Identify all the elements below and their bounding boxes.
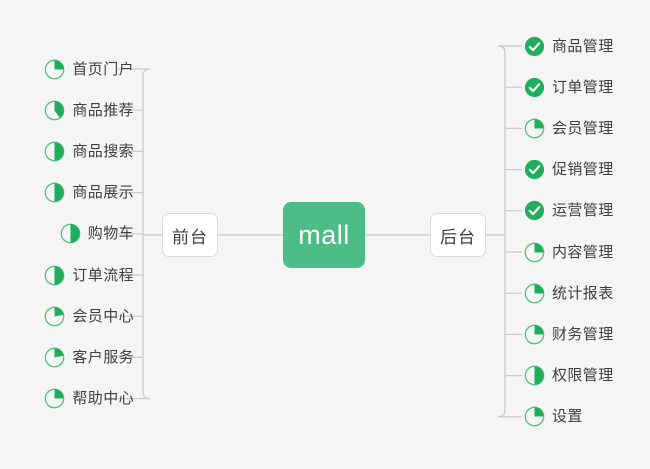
frontend-item-label: 商品展示: [72, 184, 134, 202]
pie-progress-icon: [524, 406, 545, 427]
backend-item-label: 内容管理: [552, 243, 614, 261]
pie-progress-icon: [44, 388, 65, 409]
frontend-item-2[interactable]: 商品推荐: [44, 96, 134, 124]
backend-bracket: [497, 45, 522, 418]
backend-item-label: 促销管理: [552, 161, 614, 179]
frontend-item-label: 客户服务: [72, 348, 134, 366]
backend-item-1[interactable]: 商品管理: [524, 32, 614, 60]
pie-progress-icon: [44, 265, 65, 286]
backend-item-label: 财务管理: [552, 325, 614, 343]
backend-item-4[interactable]: 促销管理: [524, 156, 614, 184]
frontend-item-1[interactable]: 首页门户: [44, 55, 134, 83]
root-node-mall[interactable]: mall: [283, 202, 365, 268]
branch-label-frontend: 前台: [172, 227, 208, 247]
backend-item-10[interactable]: 设置: [524, 403, 583, 431]
pie-progress-icon: [44, 182, 65, 203]
check-circle-icon: [524, 159, 545, 180]
backend-item-5[interactable]: 运营管理: [524, 197, 614, 225]
backend-item-label: 运营管理: [552, 202, 614, 220]
pie-progress-icon: [44, 141, 65, 162]
frontend-item-3[interactable]: 商品搜索: [44, 137, 134, 165]
frontend-item-label: 会员中心: [72, 307, 134, 325]
backend-item-label: 权限管理: [552, 367, 614, 385]
check-circle-icon: [524, 200, 545, 221]
branch-node-frontend[interactable]: 前台: [162, 213, 218, 257]
frontend-item-label: 首页门户: [72, 60, 134, 78]
check-circle-icon: [524, 77, 545, 98]
root-node-label: mall: [298, 219, 350, 250]
frontend-item-6[interactable]: 订单流程: [44, 261, 134, 289]
frontend-item-5[interactable]: 购物车: [60, 220, 134, 248]
backend-item-3[interactable]: 会员管理: [524, 114, 614, 142]
frontend-item-8[interactable]: 客户服务: [44, 343, 134, 371]
pie-progress-icon: [524, 242, 545, 263]
backend-item-7[interactable]: 统计报表: [524, 279, 614, 307]
pie-progress-icon: [524, 324, 545, 345]
frontend-item-7[interactable]: 会员中心: [44, 302, 134, 330]
frontend-item-label: 购物车: [87, 225, 134, 243]
backend-item-8[interactable]: 财务管理: [524, 320, 614, 348]
backend-item-label: 商品管理: [552, 37, 614, 55]
frontend-item-9[interactable]: 帮助中心: [44, 385, 134, 413]
backend-item-label: 设置: [552, 408, 583, 426]
pie-progress-icon: [44, 59, 65, 80]
pie-progress-icon: [524, 283, 545, 304]
frontend-item-label: 商品搜索: [72, 142, 134, 160]
branch-label-backend: 后台: [440, 227, 476, 247]
frontend-item-label: 帮助中心: [72, 390, 134, 408]
backend-item-6[interactable]: 内容管理: [524, 238, 614, 266]
frontend-item-label: 商品推荐: [72, 101, 134, 119]
branch-node-backend[interactable]: 后台: [430, 213, 486, 257]
pie-progress-icon: [524, 118, 545, 139]
frontend-item-label: 订单流程: [72, 266, 134, 284]
frontend-item-4[interactable]: 商品展示: [44, 179, 134, 207]
pie-progress-icon: [44, 100, 65, 121]
pie-progress-icon: [44, 347, 65, 368]
check-circle-icon: [524, 36, 545, 57]
backend-item-label: 订单管理: [552, 78, 614, 96]
backend-item-9[interactable]: 权限管理: [524, 362, 614, 390]
backend-item-2[interactable]: 订单管理: [524, 73, 614, 101]
pie-progress-icon: [524, 365, 545, 386]
backend-item-label: 会员管理: [552, 119, 614, 137]
pie-progress-icon: [44, 306, 65, 327]
pie-progress-icon: [60, 223, 81, 244]
backend-item-label: 统计报表: [552, 284, 614, 302]
